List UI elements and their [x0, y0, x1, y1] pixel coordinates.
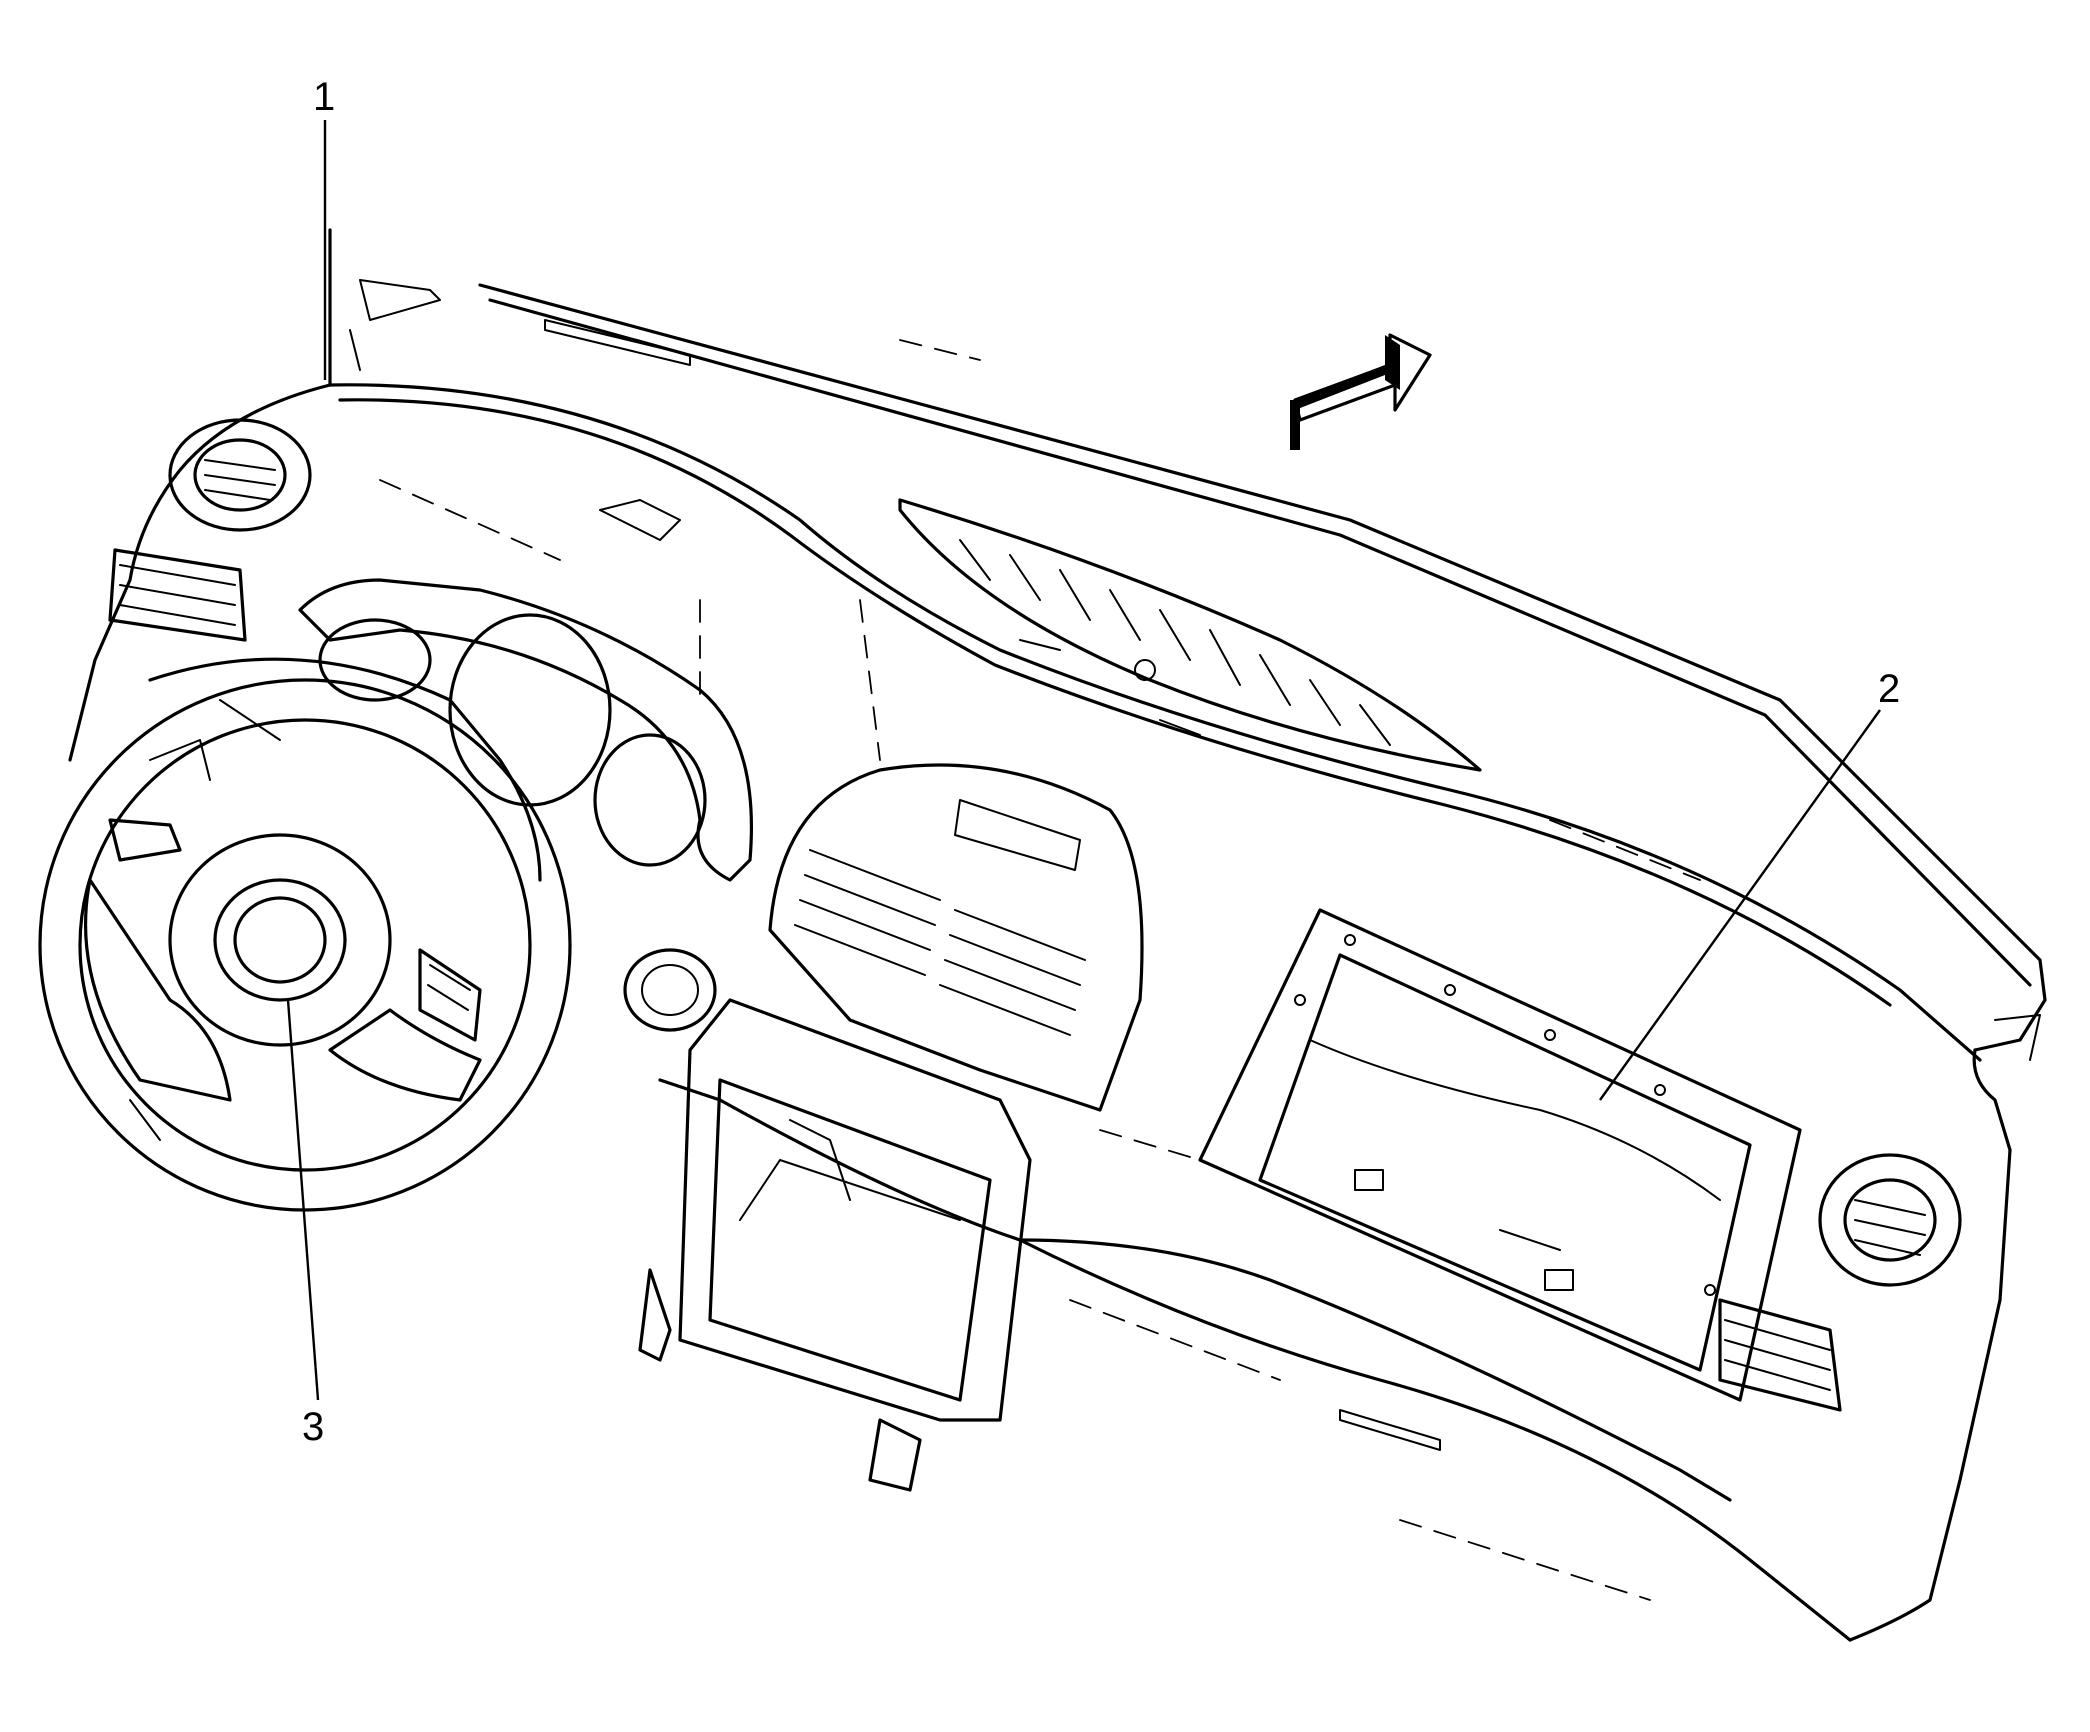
defroster-grille	[898, 498, 1482, 772]
callout-leaders	[286, 120, 1881, 1401]
right-outboard-vent	[1718, 1014, 2041, 1412]
passenger-airbag-module	[1198, 908, 1802, 1402]
callout-labels: 1 2 3	[302, 75, 1900, 1449]
steering-wheel	[38, 657, 572, 1212]
center-stack-vents	[768, 763, 1144, 1112]
speaker-grille-left	[349, 279, 691, 371]
lower-trim	[1069, 1299, 1651, 1601]
left-outboard-vent	[108, 418, 312, 642]
surface-contour-lines	[379, 339, 1701, 1161]
callout-2: 2	[1878, 667, 1900, 711]
callout-3: 3	[302, 1405, 324, 1449]
callout-1: 1	[313, 75, 335, 119]
forward-arrow-icon	[1290, 333, 1432, 450]
center-console-opening	[623, 948, 1032, 1492]
instrument-panel-shell	[68, 228, 2047, 1642]
instrument-cluster	[298, 499, 754, 882]
